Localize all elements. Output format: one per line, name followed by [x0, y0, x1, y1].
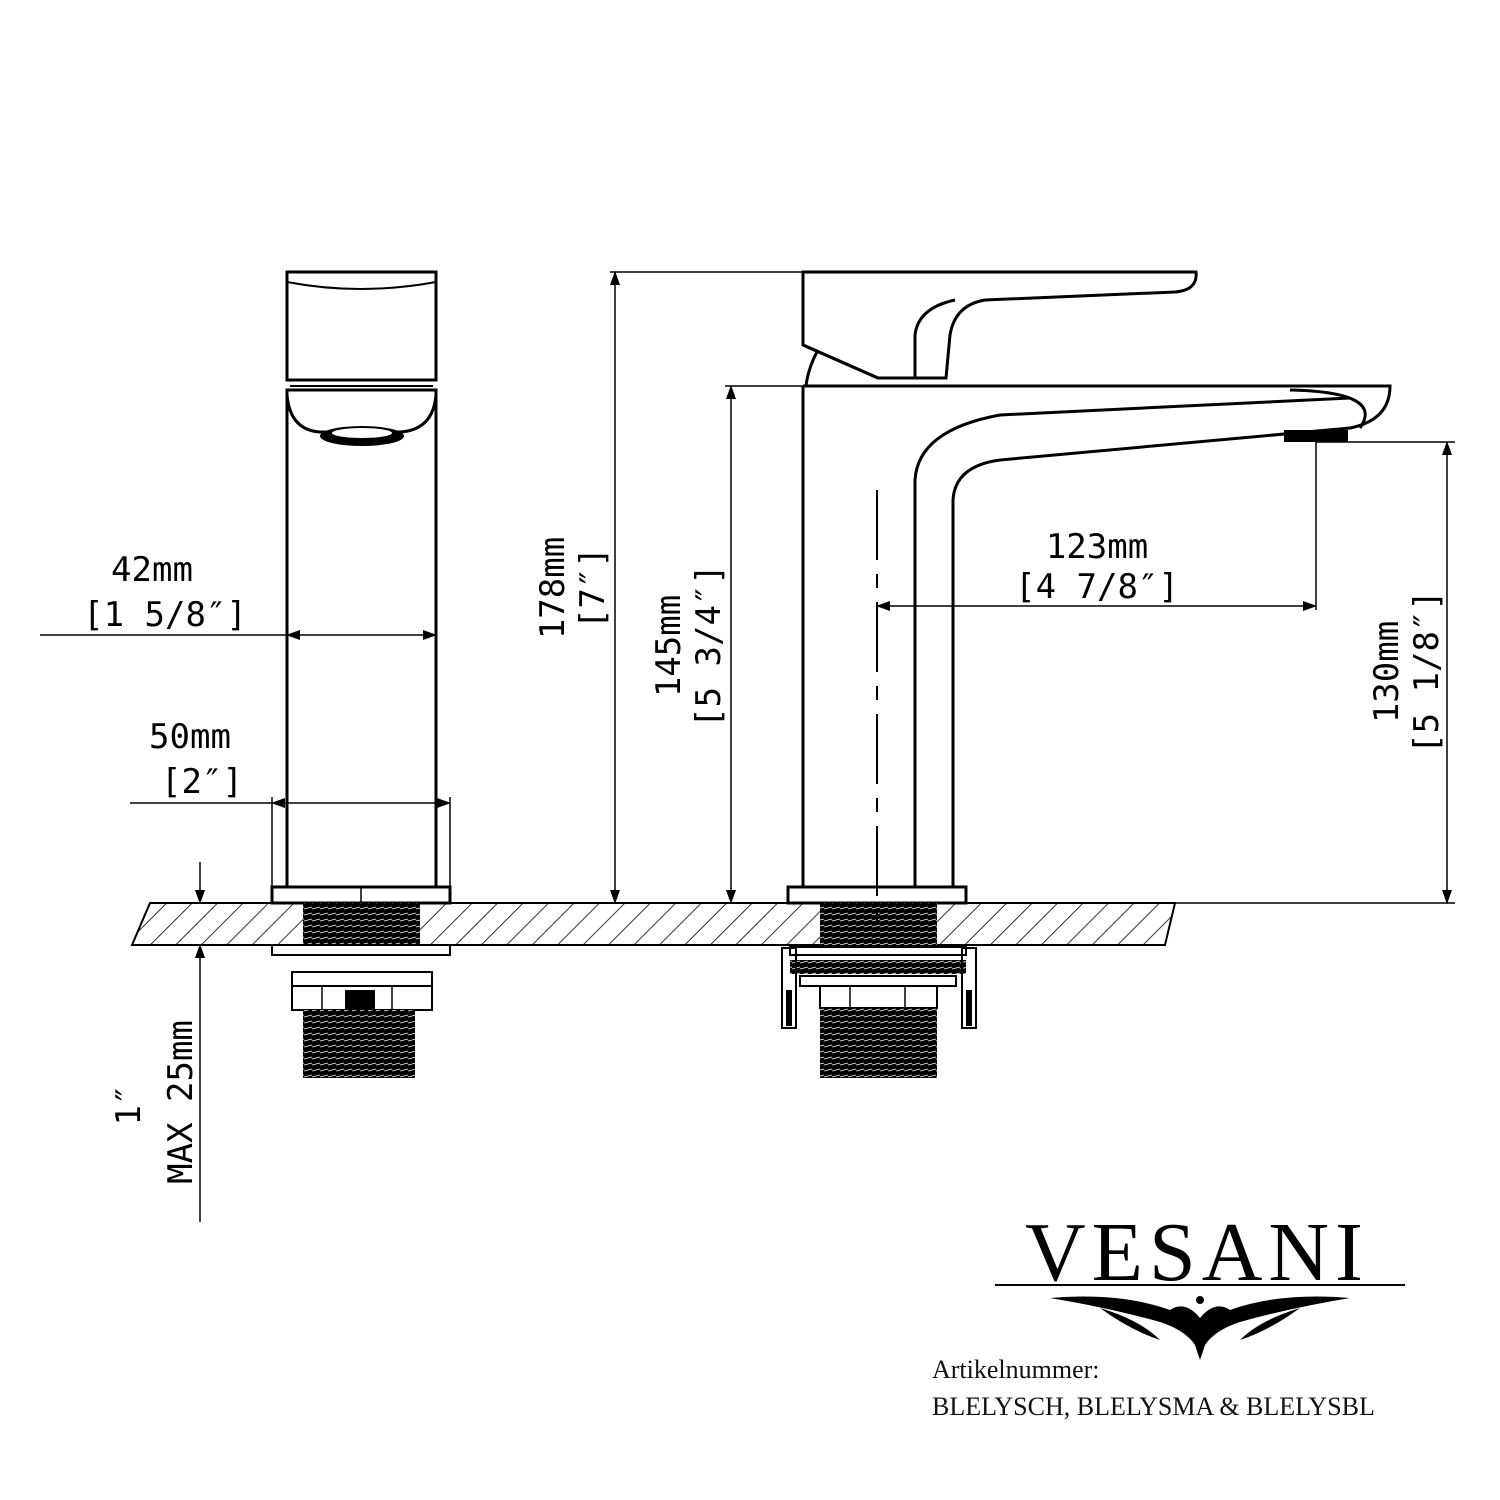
dim-total-height: 178mm [7″]	[533, 537, 613, 639]
ornament-icon	[1050, 1296, 1350, 1360]
dim-width-base: 50mm [2″]	[149, 717, 243, 802]
side-view-faucet	[781, 270, 1392, 1078]
dim-width-body-mm: 42mm	[111, 550, 193, 590]
dim-max-thickness: MAX 25mm 1″	[109, 1020, 201, 1184]
dim-body-height-mm: 145mm	[649, 595, 689, 697]
front-view-faucet	[270, 270, 452, 1078]
dim-max-thickness-mm: MAX 25mm	[161, 1020, 201, 1184]
dim-total-height-inch: [7″]	[573, 547, 613, 629]
dim-spout-reach-mm: 123mm	[1046, 527, 1148, 567]
dim-spout-height-mm: 130mm	[1367, 621, 1407, 723]
dim-width-body-inch: [1 5/8″]	[83, 595, 247, 635]
dim-body-height-inch: [5 3/4″]	[689, 564, 729, 728]
dimension-lines	[40, 271, 1455, 1222]
dim-spout-reach: 123mm [4 7/8″]	[1015, 527, 1179, 607]
dim-width-base-inch: [2″]	[161, 762, 243, 802]
dim-width-base-mm: 50mm	[149, 717, 231, 757]
dim-max-thickness-inch: 1″	[109, 1085, 149, 1126]
dim-width-body: 42mm [1 5/8″]	[83, 550, 247, 635]
article-info: Artikelnummer: BLELYSCH, BLELYSMA & BLEL…	[932, 1355, 1375, 1421]
dim-body-height: 145mm [5 3/4″]	[649, 564, 729, 728]
brand-name: VESANI	[1025, 1206, 1369, 1299]
brand-logo: VESANI	[995, 1206, 1405, 1360]
dim-spout-height-inch: [5 1/8″]	[1407, 590, 1447, 754]
article-numbers: BLELYSCH, BLELYSMA & BLELYSBL	[932, 1392, 1375, 1421]
dim-spout-reach-inch: [4 7/8″]	[1015, 567, 1179, 607]
article-label: Artikelnummer:	[932, 1355, 1100, 1384]
dim-total-height-mm: 178mm	[533, 537, 573, 639]
dim-spout-height: 130mm [5 1/8″]	[1367, 590, 1447, 754]
